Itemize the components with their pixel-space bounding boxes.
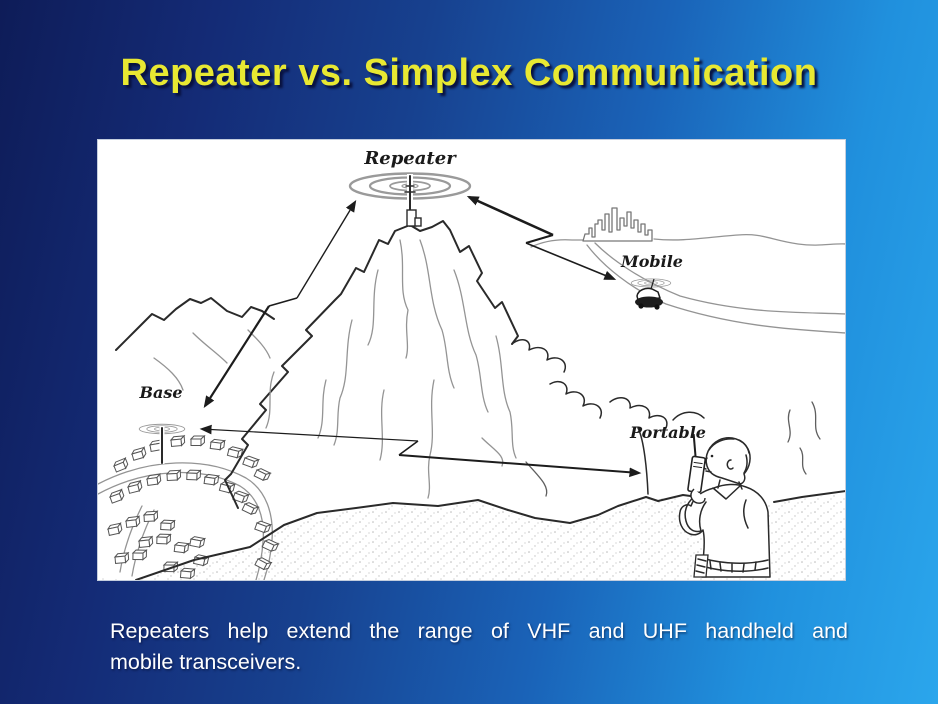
arrow-mobile-repeater [466,195,617,280]
arrow-base-repeater [203,199,357,409]
left-mountain-ridge [115,297,275,391]
ground-line [135,490,847,581]
horizon-line [530,233,847,248]
portable-person-icon [678,434,771,578]
repeater-simplex-diagram: Repeater Base Mobile Portable [97,148,847,581]
base-antenna-icon [138,423,186,464]
repeater-antenna-icon [348,172,472,227]
diagram-panel: Repeater Base Mobile Portable [97,140,847,581]
arrow-base-portable [199,424,642,478]
caption-line-1: Repeaters help extend the range of VHF a… [110,619,848,643]
mobile-car-icon [630,278,672,310]
caption: Repeaters help extend the range of VHF a… [110,616,848,677]
caption-line-2: mobile transceivers. [110,649,302,674]
ground-stipple [98,493,846,580]
base-label: Base [138,383,182,402]
rock-squiggles [787,401,821,475]
mobile-label: Mobile [620,252,683,271]
repeater-label: Repeater [363,148,457,169]
slide-title: Repeater vs. Simplex Communication [120,52,818,94]
highway [586,242,847,334]
city-skyline-icon [582,207,653,242]
portable-label: Portable [629,423,706,442]
